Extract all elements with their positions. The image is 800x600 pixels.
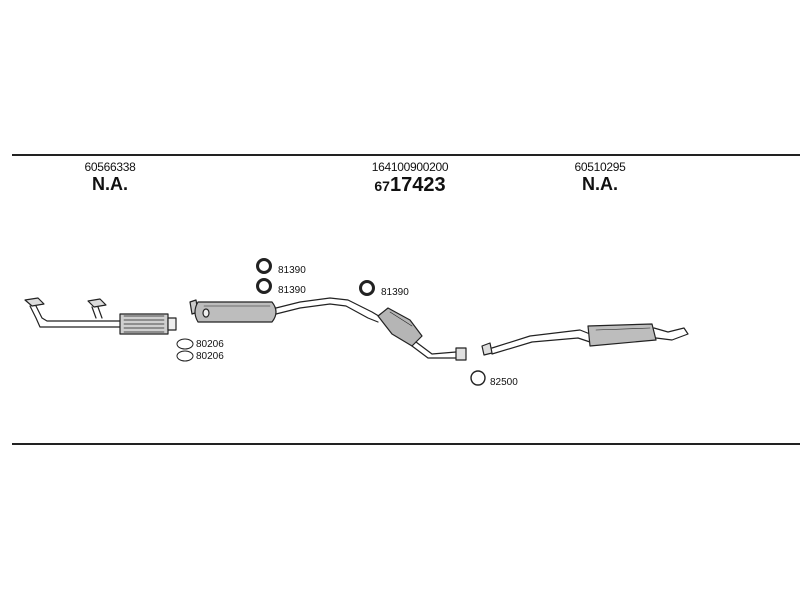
- gasket-ref-2: 80206: [196, 351, 224, 362]
- part-number-middle: 164100900200: [371, 160, 449, 174]
- clamp-ref-3: 81390: [381, 287, 409, 298]
- part-number-right: 60510295: [574, 160, 626, 174]
- code-main: 17423: [389, 174, 446, 196]
- gasket-ref-1: 80206: [196, 339, 224, 350]
- status-left: N.A.: [92, 174, 128, 194]
- part-block-right: 60510295 N.A.: [560, 160, 640, 194]
- clamp-ref-2: 81390: [278, 285, 306, 296]
- front-manifold-pipe: [24, 297, 177, 335]
- part-number-left: 60566338: [84, 160, 136, 174]
- clamp-ref-1: 81390: [278, 265, 306, 276]
- top-divider: [12, 154, 800, 156]
- intermediate-resonator: [377, 307, 467, 361]
- center-muffler: [189, 297, 383, 323]
- clamp-rings: [256, 258, 486, 386]
- rear-muffler: [481, 323, 689, 356]
- rear-clamp-ref: 82500: [490, 377, 518, 388]
- gaskets: [176, 338, 194, 362]
- status-right: N.A.: [582, 174, 618, 194]
- bottom-divider: [12, 443, 800, 445]
- part-block-middle: 164100900200 6717423: [355, 160, 465, 198]
- code-middle: 6717423: [355, 174, 465, 198]
- code-prefix: 67: [374, 178, 390, 194]
- part-block-left: 60566338 N.A.: [70, 160, 150, 194]
